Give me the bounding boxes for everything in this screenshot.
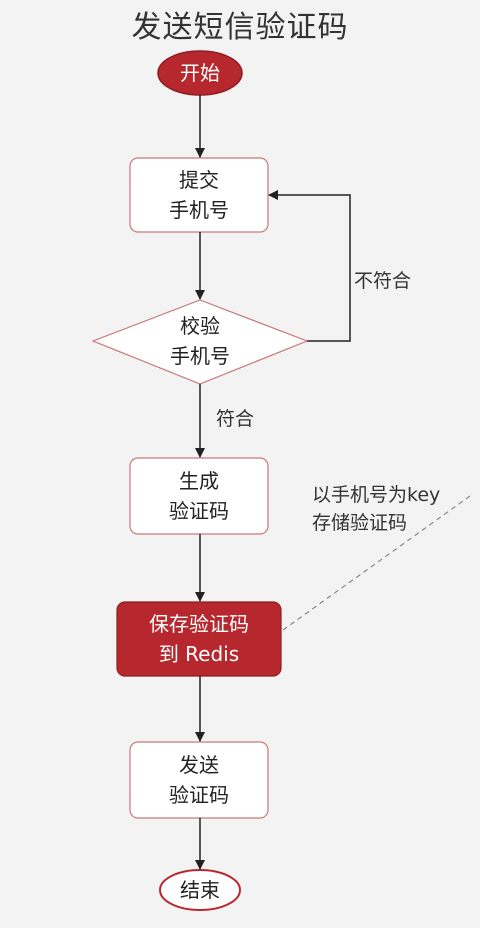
send-code-label-line1: 发送 xyxy=(179,753,219,777)
generate-code-label-line2: 验证码 xyxy=(169,499,229,523)
submit-phone-label-line1: 提交 xyxy=(179,168,219,192)
annotation-connector xyxy=(282,495,471,631)
annotation-text-line1: 以手机号为key xyxy=(312,484,441,506)
save-code-node-shape xyxy=(116,601,282,677)
save-code-label-line1: 保存验证码 xyxy=(149,612,249,636)
verify-phone-label-line1: 校验 xyxy=(180,314,220,338)
end-node-shape xyxy=(159,869,241,911)
save-code-node: 保存验证码 到 Redis xyxy=(117,602,281,676)
start-node: 开始 xyxy=(158,58,242,88)
edge-label-match: 符合 xyxy=(216,408,255,430)
generate-code-label-line1: 生成 xyxy=(179,469,219,493)
generate-code-node: 生成 验证码 xyxy=(130,458,268,534)
end-node: 结束 xyxy=(160,875,240,905)
generate-code-node-shape xyxy=(129,457,269,535)
edge-verify-no-match-loop xyxy=(268,190,351,342)
send-code-node-shape xyxy=(129,741,269,819)
diagram-title: 发送短信验证码 xyxy=(131,10,349,45)
annotation-text-line2: 存储验证码 xyxy=(312,512,408,534)
verify-phone-decision: 校验 手机号 xyxy=(130,310,270,372)
verify-phone-label-line2: 手机号 xyxy=(170,344,230,368)
submit-phone-label-line2: 手机号 xyxy=(169,198,229,222)
submit-phone-node: 提交 手机号 xyxy=(130,158,268,232)
save-code-label-line2: 到 Redis xyxy=(158,642,240,666)
edge-label-no-match: 不符合 xyxy=(354,270,412,292)
start-node-label: 开始 xyxy=(180,61,220,85)
end-node-label: 结束 xyxy=(180,878,220,902)
send-code-label-line2: 验证码 xyxy=(169,783,229,807)
send-code-node: 发送 验证码 xyxy=(130,742,268,818)
